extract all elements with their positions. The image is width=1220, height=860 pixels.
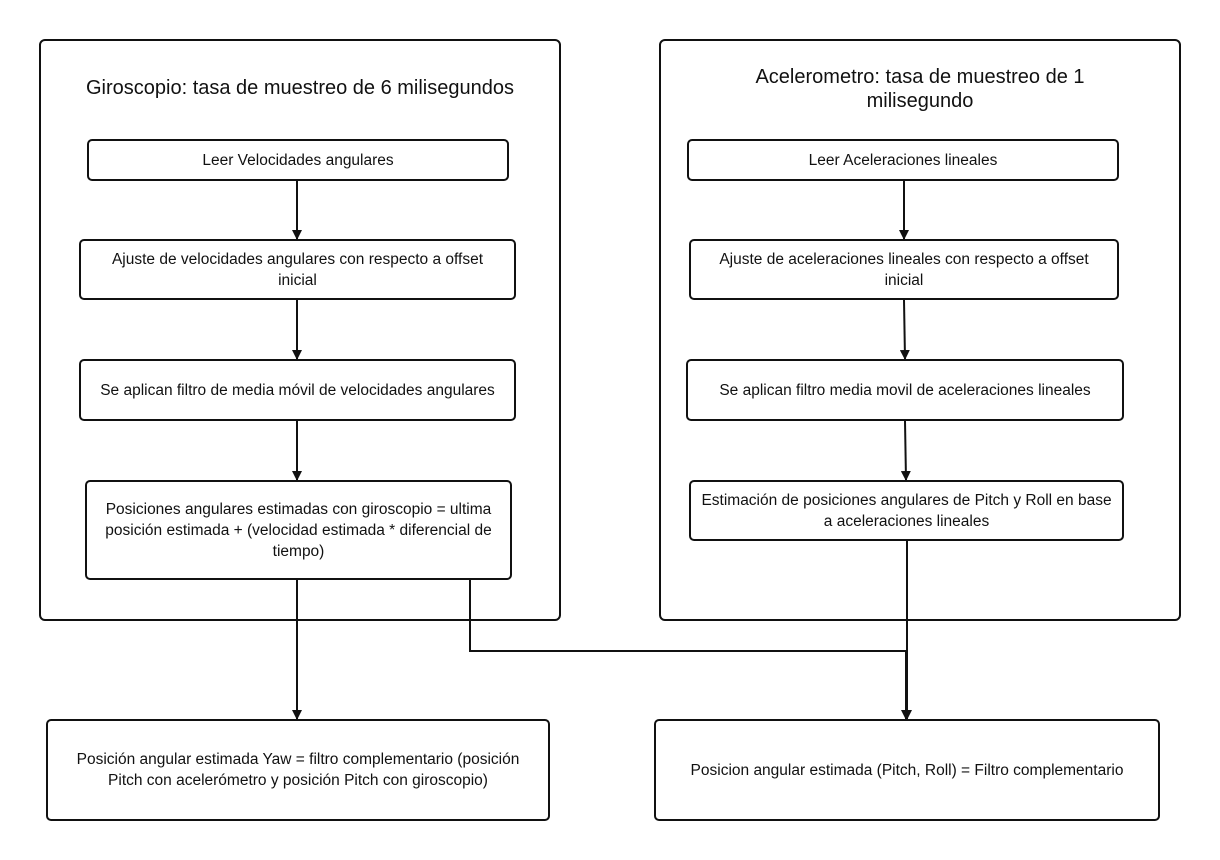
accelerometer-group-title: Acelerometro: tasa de muestreo de 1 mili… <box>755 66 1085 112</box>
pitch-roll-output-label: Posicion angular estimada (Pitch, Roll) … <box>690 761 1124 779</box>
arrow-accel-offset-to-filter <box>899 299 910 360</box>
accel-offset-label: Ajuste de aceleraciones lineales con res… <box>719 250 1089 289</box>
gyroscope-group-title: Giroscopio: tasa de muestreo de 6 milise… <box>85 77 514 99</box>
gyro-filter-step: Se aplican filtro de media móvil de velo… <box>79 359 516 421</box>
accel-offset-step: Ajuste de aceleraciones lineales con res… <box>689 239 1119 300</box>
gyro-position-step: Posiciones angulares estimadas con giros… <box>85 480 512 580</box>
gyro-filter-label: Se aplican filtro de media móvil de velo… <box>100 381 495 399</box>
arrow-accel-filter-to-position <box>900 420 911 481</box>
pitch-roll-output: Posicion angular estimada (Pitch, Roll) … <box>654 719 1160 821</box>
accel-filter-step: Se aplican filtro media movil de acelera… <box>686 359 1124 421</box>
gyro-read-label: Leer Velocidades angulares <box>202 151 394 169</box>
accel-position-step: Estimación de posiciones angulares de Pi… <box>689 480 1124 541</box>
accel-read-step: Leer Aceleraciones lineales <box>687 139 1119 181</box>
accel-filter-label: Se aplican filtro media movil de acelera… <box>719 381 1091 399</box>
gyro-read-step: Leer Velocidades angulares <box>87 139 509 181</box>
gyro-offset-step: Ajuste de velocidades angulares con resp… <box>79 239 516 300</box>
yaw-output-label: Posición angular estimada Yaw = filtro c… <box>76 751 520 789</box>
yaw-output: Posición angular estimada Yaw = filtro c… <box>46 719 550 821</box>
gyroscope-group: Giroscopio: tasa de muestreo de 6 milise… <box>39 39 561 621</box>
gyro-offset-label: Ajuste de velocidades angulares con resp… <box>111 250 484 289</box>
accel-read-label: Leer Aceleraciones lineales <box>808 151 998 169</box>
accelerometer-group: Acelerometro: tasa de muestreo de 1 mili… <box>659 39 1181 621</box>
gyro-position-label: Posiciones angulares estimadas con giros… <box>105 500 492 560</box>
accel-position-label: Estimación de posiciones angulares de Pi… <box>701 491 1112 530</box>
arrow-gyro-position-to-pitch-roll <box>469 580 911 720</box>
